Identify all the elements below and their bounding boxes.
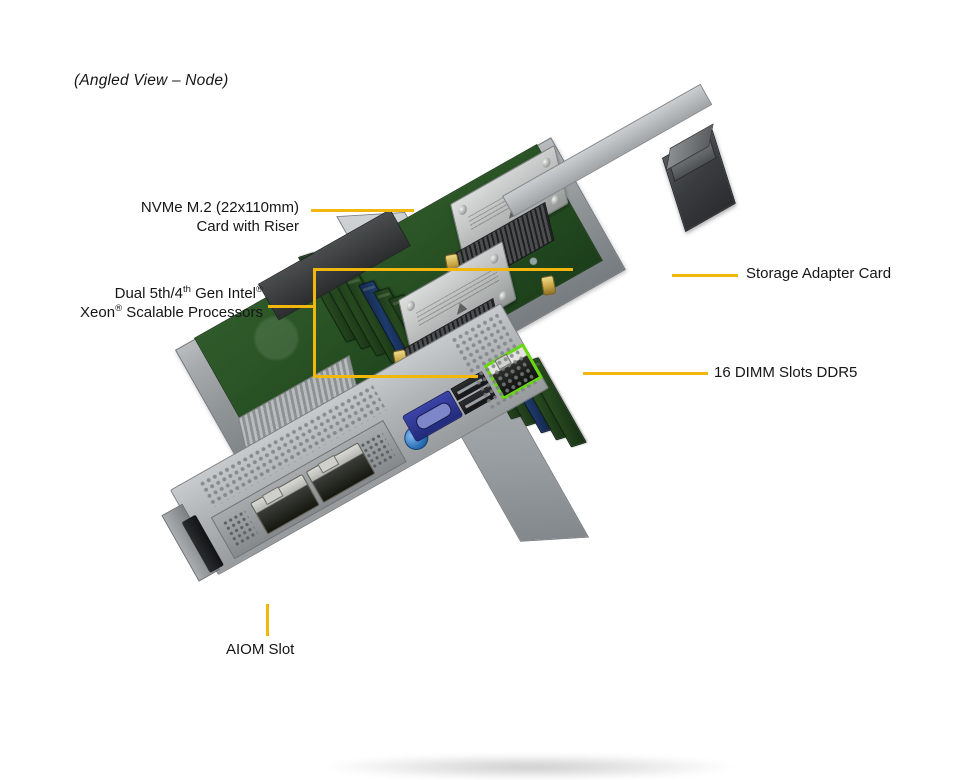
dimm-callout-line-1: 16 DIMM Slots DDR5: [714, 364, 858, 381]
cpu-screw: [489, 251, 500, 266]
leader-line-nvme: [311, 209, 414, 212]
cpu-callout-scalable-text: Scalable Processors: [122, 304, 263, 321]
cpu-screw: [405, 298, 416, 313]
storage-adapter-card-callout: Storage Adapter Card: [746, 264, 891, 283]
vga-dsub-shell: [413, 400, 454, 432]
nvme-m2-card-callout: NVMe M.2 (22x110mm) Card with Riser: [0, 198, 299, 236]
cpu-callout-gen-text: Dual 5th/4: [114, 285, 184, 302]
aiom-vent-left: [221, 509, 259, 548]
leader-line-cpu-spine: [313, 268, 316, 378]
node-drop-shadow: [320, 754, 740, 780]
view-caption: (Angled View – Node): [74, 72, 229, 89]
registered-trademark-icon: ®: [115, 303, 123, 314]
cpu-callout-intel-text: Gen Intel: [190, 285, 256, 302]
aiom-slot-callout: AIOM Slot: [226, 640, 294, 659]
nvme-callout-line-2: Card with Riser: [196, 218, 299, 235]
dimm-slots-callout: 16 DIMM Slots DDR5: [714, 363, 857, 382]
leader-line-cpu-stem: [268, 305, 316, 308]
cpu-callout-line-1: Dual 5th/4th Gen Intel®: [0, 284, 263, 303]
storage-callout-line-1: Storage Adapter Card: [746, 265, 892, 282]
cpu-callout: Dual 5th/4th Gen Intel® Xeon® Scalable P…: [0, 284, 263, 322]
cpu-screw: [541, 155, 552, 170]
leader-line-aiom: [266, 604, 269, 636]
leader-line-cpu-bottom: [313, 375, 478, 378]
aiom-callout-line-1: AIOM Slot: [226, 641, 295, 658]
product-photo-stage: (Angled View – Node): [0, 0, 960, 720]
cpu-callout-line-2: Xeon® Scalable Processors: [0, 303, 263, 322]
leader-line-dimm: [583, 372, 708, 375]
leader-line-cpu-top: [313, 268, 573, 271]
cpu-screw: [498, 288, 509, 303]
leader-line-storage: [672, 274, 738, 277]
registered-trademark-icon: ®: [256, 284, 263, 295]
cpu-screw: [457, 202, 468, 217]
cpu-callout-xeon-text: Xeon: [80, 304, 116, 321]
cpu-callout-ordinal-suffix: th: [183, 284, 191, 295]
nvme-callout-line-1: NVMe M.2 (22x110mm): [140, 199, 299, 216]
